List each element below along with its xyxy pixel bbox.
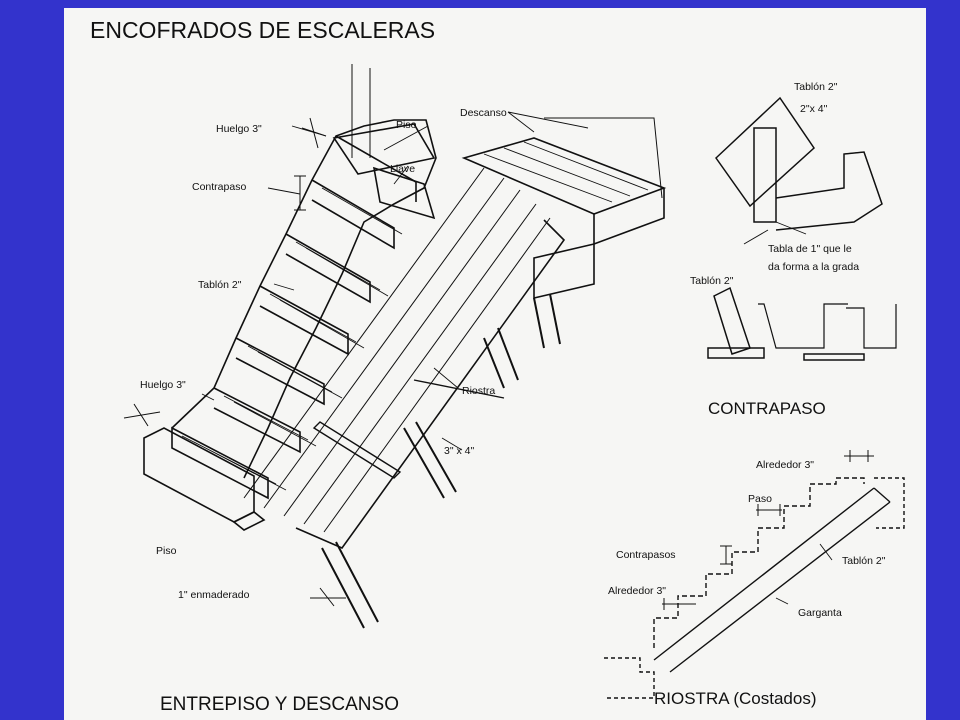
label-contrapaso: Contrapaso bbox=[192, 181, 246, 193]
label-huelgo-top: Huelgo 3" bbox=[216, 123, 262, 135]
label-piso-bottom: Piso bbox=[156, 545, 177, 557]
label-tablon: Tablón 2" bbox=[198, 279, 242, 291]
label-tabla-line2: da forma a la grada bbox=[768, 261, 859, 273]
contrapaso-detail-drawing bbox=[707, 96, 897, 361]
main-stair-drawing bbox=[123, 64, 667, 629]
label-huelgo-bottom: Huelgo 3" bbox=[140, 379, 186, 391]
supports-and-braces bbox=[312, 293, 561, 629]
label-garganta: Garganta bbox=[798, 607, 842, 619]
diagram-canvas: ENCOFRADOS DE ESCALERAS bbox=[90, 17, 905, 715]
label-contrapasos: Contrapasos bbox=[616, 549, 676, 561]
diagram-sheet: ENCOFRADOS DE ESCALERAS bbox=[64, 8, 926, 720]
label-enmaderado: 1" enmaderado bbox=[178, 589, 250, 601]
label-size: 3" x 4" bbox=[444, 445, 474, 457]
caption-riostra: RIOSTRA (Costados) bbox=[654, 689, 817, 708]
floor-blocks bbox=[143, 123, 436, 531]
riostra-labels: Alrededor 3" Paso Contrapasos Tablón 2" … bbox=[608, 459, 886, 619]
dimension-marks bbox=[123, 64, 371, 607]
caption-contrapaso: CONTRAPASO bbox=[708, 399, 826, 418]
soffit-planks bbox=[243, 167, 566, 549]
label-descanso: Descanso bbox=[460, 107, 507, 119]
leader-lines bbox=[201, 111, 589, 451]
label-tablon-top: Tablón 2" bbox=[794, 81, 838, 93]
landing-platform bbox=[461, 117, 667, 300]
contrapaso-labels: Tablón 2" 2"x 4" Tabla de 1" que le da f… bbox=[690, 81, 859, 287]
label-tablon-left: Tablón 2" bbox=[690, 275, 734, 287]
caption-entrepiso-descanso: ENTREPISO Y DESCANSO bbox=[160, 694, 399, 715]
label-piso-top: Piso bbox=[396, 119, 417, 131]
label-alrededor-top: Alrededor 3" bbox=[756, 459, 814, 471]
label-tabla-line1: Tabla de 1" que le bbox=[768, 243, 852, 255]
main-figure-labels: Huelgo 3" Piso Llave Descanso Contrapaso… bbox=[140, 107, 507, 601]
label-alrededor-left: Alrededor 3" bbox=[608, 585, 666, 597]
stair-steps bbox=[171, 135, 417, 500]
label-riostra: Riostra bbox=[462, 385, 495, 397]
diagram-title: ENCOFRADOS DE ESCALERAS bbox=[90, 17, 435, 43]
label-tablon-riostra: Tablón 2" bbox=[842, 555, 886, 567]
label-llave: Llave bbox=[390, 163, 415, 175]
label-size-2x4: 2"x 4" bbox=[800, 103, 828, 115]
label-paso: Paso bbox=[748, 493, 772, 505]
riostra-detail-drawing bbox=[604, 450, 905, 699]
